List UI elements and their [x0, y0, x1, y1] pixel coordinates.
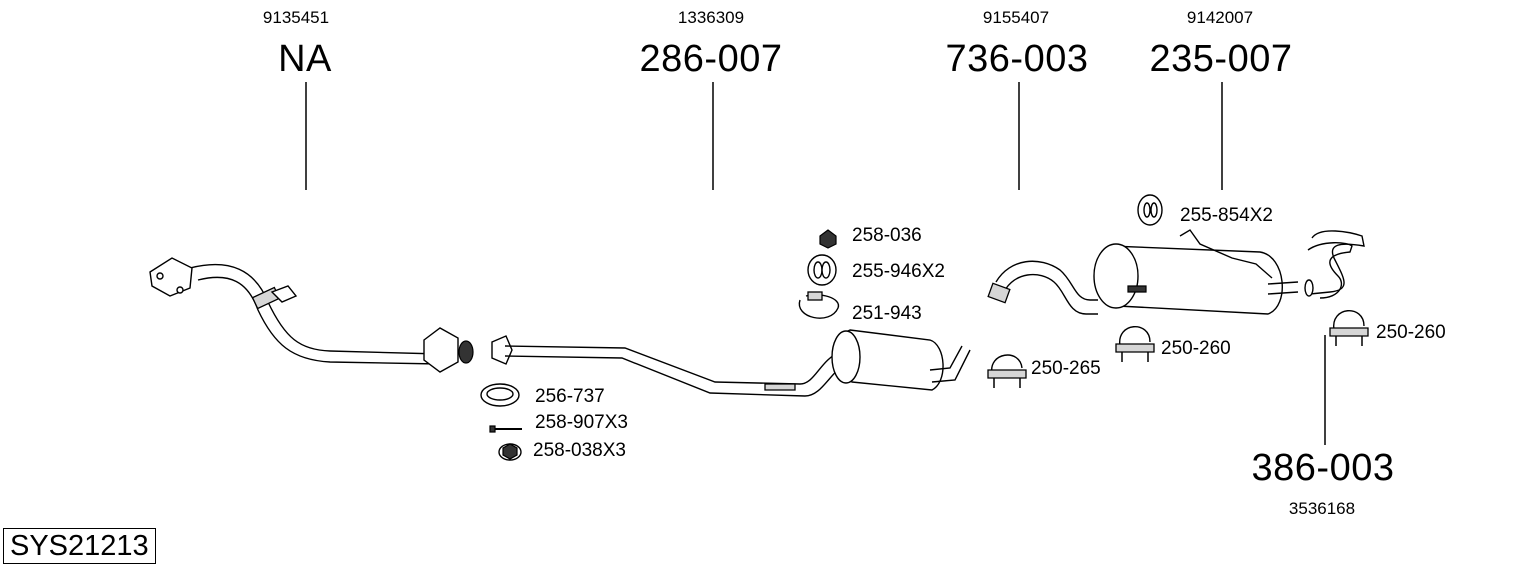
- part-number[interactable]: NA: [278, 38, 332, 80]
- accessory-part-number[interactable]: 258-038X3: [533, 440, 626, 461]
- oem-number: 9135451: [262, 8, 330, 27]
- clamp-icon: [798, 291, 840, 319]
- intermediate-bend-pipe: [987, 260, 1098, 315]
- u-clamp-icon: [1329, 310, 1369, 346]
- accessory-part-number[interactable]: 255-946X2: [852, 261, 945, 282]
- oem-number: 1336309: [677, 8, 745, 27]
- assembly-code-label: SYS21213: [3, 528, 156, 564]
- rubber-mount-icon: [1137, 194, 1163, 226]
- oem-number: 3536168: [1288, 499, 1356, 518]
- accessory-part-number[interactable]: 250-260: [1376, 322, 1446, 343]
- accessory-part-number[interactable]: 258-907X3: [535, 412, 628, 433]
- flange-nut-icon: [498, 443, 522, 461]
- gasket-icon: [480, 383, 520, 407]
- accessory-part-number[interactable]: 256-737: [535, 386, 605, 407]
- accessory-part-number[interactable]: 258-036: [852, 225, 922, 246]
- accessory-part-number[interactable]: 255-854X2: [1180, 205, 1273, 226]
- u-clamp-icon: [1115, 326, 1155, 362]
- oem-number: 9142007: [1186, 8, 1254, 27]
- accessory-part-number[interactable]: 250-260: [1161, 338, 1231, 359]
- rear-silencer: [1093, 229, 1299, 315]
- part-number[interactable]: 386-003: [1251, 447, 1395, 489]
- part-number[interactable]: 736-003: [945, 38, 1089, 80]
- center-muffler-pipe: [491, 329, 971, 397]
- accessory-part-number[interactable]: 250-265: [1031, 358, 1101, 379]
- rubber-mount-icon: [807, 254, 837, 286]
- accessory-part-number[interactable]: 251-943: [852, 303, 922, 324]
- bolt-icon: [489, 425, 522, 433]
- u-clamp-icon: [987, 354, 1027, 388]
- tail-pipe: [1304, 230, 1365, 299]
- oem-number: 9155407: [982, 8, 1050, 27]
- part-number[interactable]: 286-007: [639, 38, 783, 80]
- nut-icon: [819, 229, 837, 249]
- front-pipe: [149, 257, 474, 373]
- part-number[interactable]: 235-007: [1149, 38, 1293, 80]
